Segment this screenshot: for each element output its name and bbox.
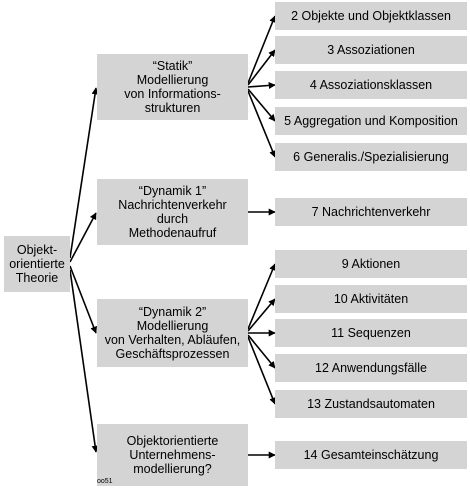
item-box: 6 Generalis./Spezialisierung: [275, 143, 467, 171]
item-box: 3 Assoziationen: [275, 36, 467, 64]
arrow-statik-item-5: [247, 90, 276, 158]
item-box: 10 Aktivitäten: [275, 285, 467, 313]
item-box: 5 Aggregation und Komposition: [275, 107, 467, 135]
item-box: 14 Gesamteinschätzung: [275, 441, 467, 469]
arrow-root-statik: [69, 87, 99, 259]
group-dynamik2-box: “Dynamik 2” Modellierung von Verhalten, …: [97, 299, 248, 367]
arrow-dynamik2-item-2: [247, 298, 276, 332]
arrow-dynamik2-item-4: [247, 334, 276, 369]
item-box: 11 Sequenzen: [275, 319, 467, 347]
slide-code: oo51: [97, 478, 113, 485]
group-dynamik1-box: “Dynamik 1” Nachrichtenverkehr durch Met…: [97, 179, 248, 245]
item-box: 12 Anwendungsfälle: [275, 354, 467, 382]
arrow-statik-item-1: [247, 15, 276, 84]
item-box: 9 Aktionen: [275, 250, 467, 278]
arrow-root-dynamik1: [69, 212, 97, 263]
arrow-statik-item-3: [247, 81, 276, 89]
item-box: 2 Objekte und Objektklassen: [275, 2, 467, 30]
item-box: 7 Nachrichtenverkehr: [275, 198, 467, 226]
arrow-root-unternehmen: [69, 269, 99, 453]
group-statik-box: “Statik” Modellierung von Informations- …: [97, 54, 248, 120]
root-box: Objekt- orientierte Theorie: [4, 236, 70, 292]
arrow-root-dynamik2: [69, 265, 97, 334]
arrow-dynamik2-item-1: [247, 263, 276, 330]
group-unternehmen-box: Objektorientierte Unternehmens- modellie…: [97, 424, 248, 486]
arrow-statik-item-2: [247, 49, 276, 86]
arrow-dynamik2-item-5: [247, 336, 276, 405]
item-box: 13 Zustandsautomaten: [275, 390, 467, 418]
item-box: 4 Assoziationsklassen: [275, 71, 467, 99]
arrow-statik-item-4: [247, 88, 276, 122]
